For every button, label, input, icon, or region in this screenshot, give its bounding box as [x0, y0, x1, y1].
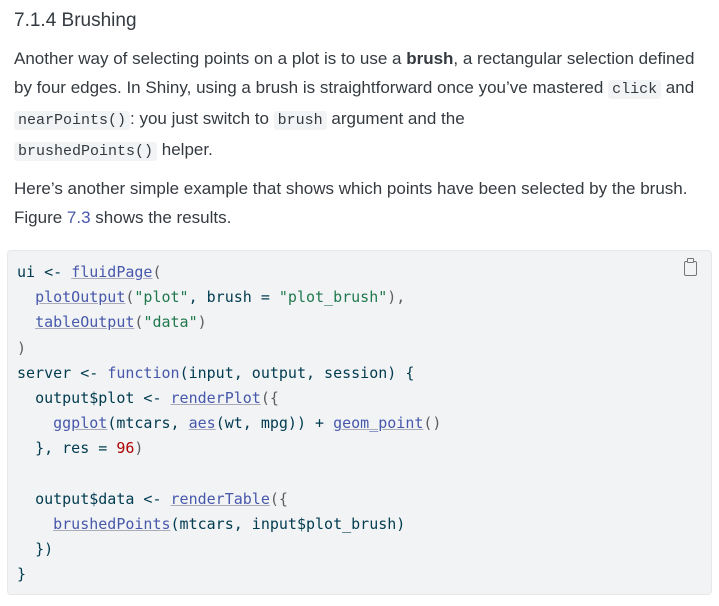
paragraph-example: Here’s another simple example that shows…: [14, 179, 688, 227]
code-text: ui <- fluidPage( plotOutput("plot", brus…: [17, 263, 442, 584]
paragraph-brush-intro: Another way of selecting points on a plo…: [14, 49, 695, 161]
inline-code: brush: [273, 111, 327, 130]
inline-code: nearPoints(): [14, 111, 131, 130]
section-heading: 7.1.4 Brushing: [14, 10, 137, 31]
clipboard-icon[interactable]: [684, 258, 697, 276]
code-block: ui <- fluidPage( plotOutput("plot", brus…: [7, 250, 712, 595]
inline-code: brushedPoints(): [14, 142, 158, 161]
inline-code: click: [608, 80, 662, 99]
figure-link[interactable]: 7.3: [66, 208, 91, 227]
